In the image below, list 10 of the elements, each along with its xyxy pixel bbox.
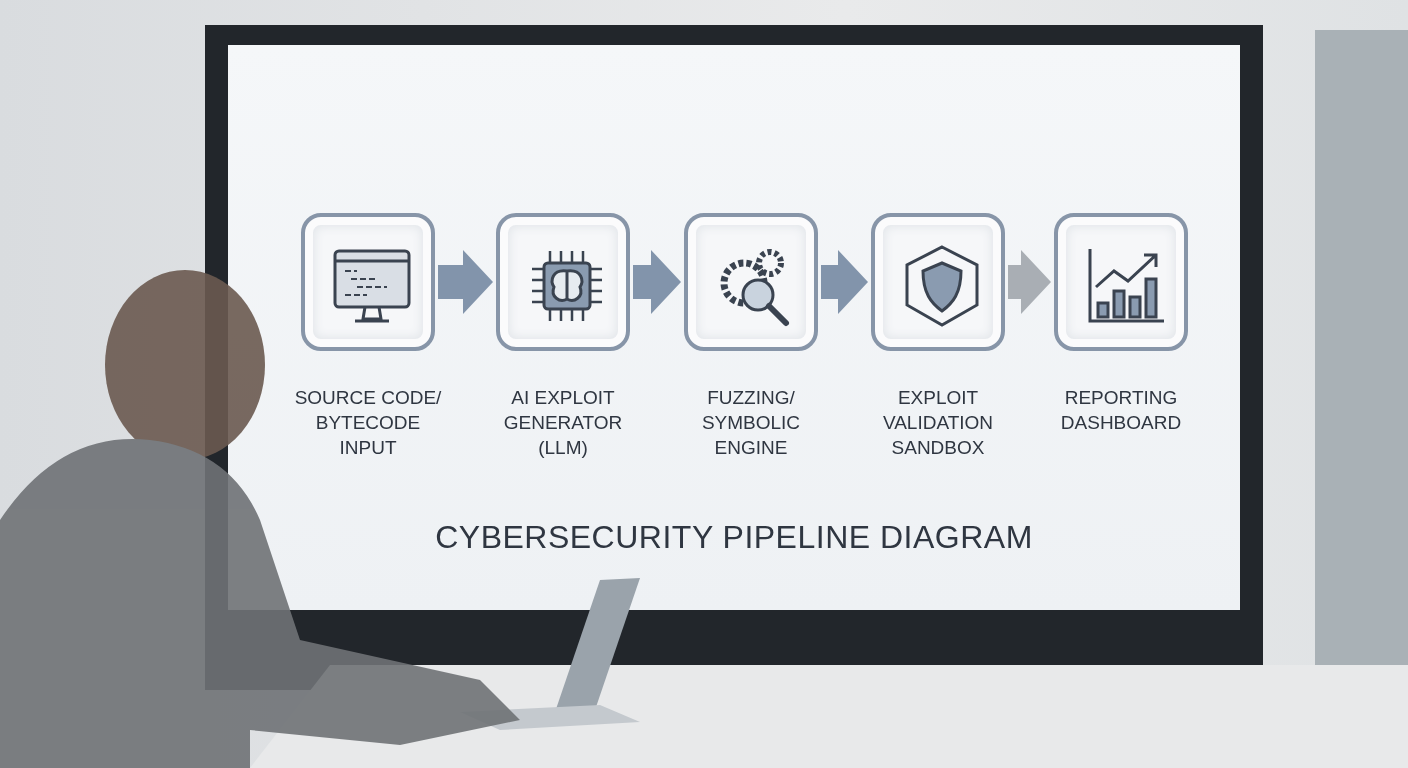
block-arrow xyxy=(1008,250,1051,314)
step-label: AI EXPLOIT GENERATOR (LLM) xyxy=(502,386,624,460)
block-arrow xyxy=(633,250,681,314)
block-arrow xyxy=(438,250,493,314)
step-label: EXPLOIT VALIDATION SANDBOX xyxy=(881,386,995,460)
step-label: REPORTING DASHBOARD xyxy=(1059,386,1183,435)
diagram-title: CYBERSECURITY PIPELINE DIAGRAM xyxy=(434,519,1034,556)
step-label: FUZZING/ SYMBOLIC ENGINE xyxy=(700,386,802,460)
block-arrow xyxy=(821,250,868,314)
step-label: SOURCE CODE/ BYTECODE INPUT xyxy=(293,386,443,460)
